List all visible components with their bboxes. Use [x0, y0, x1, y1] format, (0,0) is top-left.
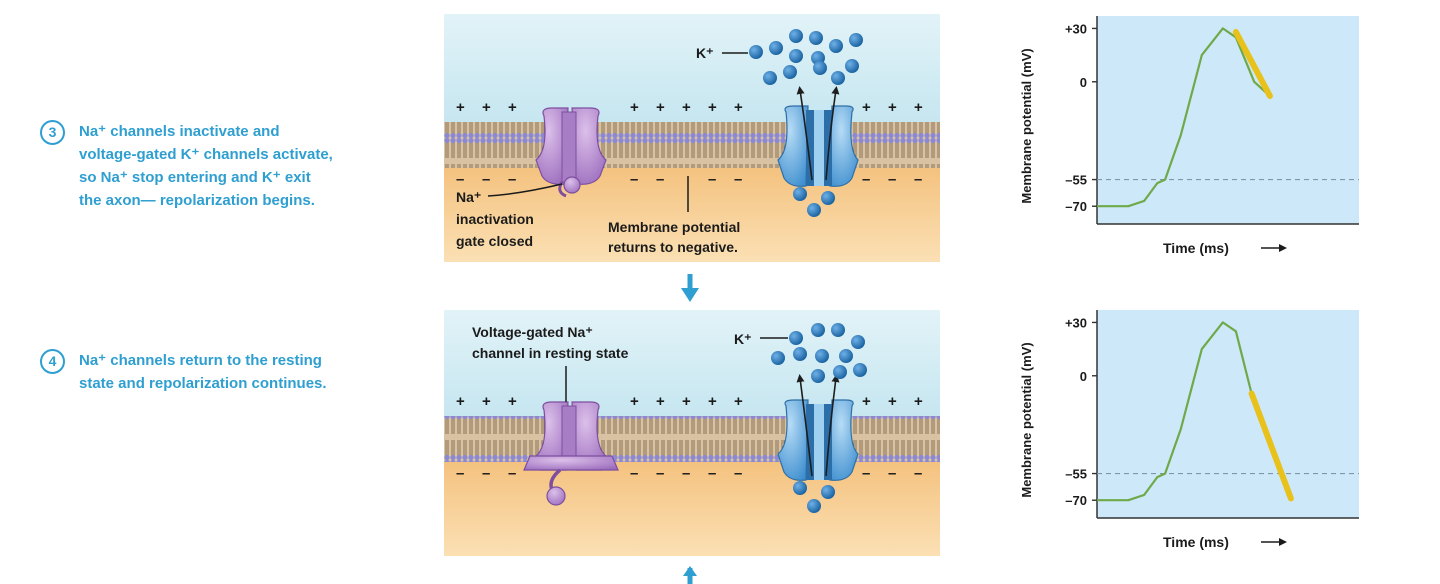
plus-charge: +: [914, 99, 923, 116]
x-axis-label: Time (ms): [1163, 240, 1229, 256]
minus-charge: –: [456, 465, 464, 482]
extracellular-fluid: [444, 310, 940, 416]
x-axis-label: Time (ms): [1163, 534, 1229, 550]
plot-area: [1097, 310, 1359, 518]
minus-charge: –: [708, 465, 716, 482]
chart-3: +30 0 –55 –70 Membrane potential (mV) Time (m…: [1019, 16, 1359, 256]
minus-charge: –: [656, 171, 664, 188]
plus-charge: +: [862, 99, 871, 116]
na-channel-label-line1: Voltage-gated Na⁺: [472, 324, 593, 340]
minus-charge: –: [888, 171, 896, 188]
minus-charge: –: [734, 465, 742, 482]
y-tick-label: –55: [1065, 173, 1087, 188]
minus-charge: –: [482, 465, 490, 482]
minus-charge: –: [630, 465, 638, 482]
y-axis-label: Membrane potential (mV): [1019, 48, 1034, 203]
minus-charge: –: [482, 171, 490, 188]
y-tick-label: 0: [1080, 75, 1087, 90]
plus-charge: +: [630, 99, 639, 116]
axon-cytoplasm: [444, 168, 940, 262]
y-tick-label: 0: [1080, 369, 1087, 384]
panel-step-3: + + + + + + + + + + + – – – – – – – – – …: [444, 14, 940, 262]
minus-charge: –: [708, 171, 716, 188]
y-tick-label: –70: [1065, 493, 1087, 508]
plus-charge: +: [888, 393, 897, 410]
plus-charge: +: [682, 393, 691, 410]
step-4-number: 4: [40, 349, 65, 374]
na-channel-inactivated: [535, 107, 607, 198]
na-channel-resting: [523, 401, 619, 506]
lipid-bilayer: [444, 416, 940, 462]
step-3-number: 3: [40, 120, 65, 145]
minus-charge: –: [682, 465, 690, 482]
plus-charge: +: [508, 99, 517, 116]
minus-charge: –: [508, 171, 516, 188]
repolarization-highlight: [1232, 29, 1273, 99]
minus-charge: –: [914, 465, 922, 482]
plus-charge: +: [482, 99, 491, 116]
na-channel-label-line2: channel in resting state: [472, 345, 629, 361]
plus-charge: +: [656, 393, 665, 410]
na-gate-label-line2: inactivation: [456, 211, 534, 227]
minus-charge: –: [862, 465, 870, 482]
lipid-bilayer: [444, 122, 940, 168]
plus-charge: +: [656, 99, 665, 116]
plus-charge: +: [734, 99, 743, 116]
minus-charge: –: [888, 465, 896, 482]
y-tick-label: –70: [1065, 199, 1087, 214]
plus-charge: +: [508, 393, 517, 410]
y-tick-label: +30: [1065, 21, 1087, 36]
down-arrow-head: [681, 288, 699, 302]
step-3-text: Na⁺ channels inactivate and voltage-gate…: [79, 123, 333, 209]
k-ion-label: K⁺: [734, 331, 752, 347]
membrane-potential-label-line2: returns to negative.: [608, 239, 738, 255]
plus-charge: +: [708, 393, 717, 410]
chart-4: +30 0 –55 –70 Membrane potential (mV) Time (m…: [1019, 310, 1359, 550]
k-channel-open: [777, 105, 859, 187]
k-channel-open: [777, 399, 859, 481]
down-arrow-head: [683, 566, 697, 576]
y-tick-label: –55: [1065, 467, 1087, 482]
y-tick-label: +30: [1065, 315, 1087, 330]
membrane-potential-label-line1: Membrane potential: [608, 219, 740, 235]
plot-area: [1097, 16, 1359, 224]
inactivation-gate: [546, 486, 566, 506]
k-ion-label: K⁺: [696, 45, 714, 61]
time-arrow-head: [1279, 538, 1287, 546]
plus-charge: +: [734, 393, 743, 410]
step-4-text: Na⁺ channels return to the resting state…: [79, 352, 327, 392]
minus-charge: –: [456, 171, 464, 188]
plus-charge: +: [456, 393, 465, 410]
panel-step-4: + + + + + + + + + + + – – – – – – – – – …: [444, 310, 940, 556]
minus-charge: –: [508, 465, 516, 482]
minus-charge: –: [630, 171, 638, 188]
repolarization-highlight: [1248, 390, 1294, 502]
na-gate-label-line1: Na⁺: [456, 189, 481, 205]
na-gate-label-line3: gate closed: [456, 233, 533, 249]
minus-charge: –: [914, 171, 922, 188]
plus-charge: +: [914, 393, 923, 410]
potential-trace: [1097, 27, 1271, 208]
plus-charge: +: [456, 99, 465, 116]
plus-charge: +: [682, 99, 691, 116]
plus-charge: +: [708, 99, 717, 116]
minus-charge: –: [656, 465, 664, 482]
y-axis-label: Membrane potential (mV): [1019, 342, 1034, 497]
axon-cytoplasm: [444, 462, 940, 556]
inactivation-gate: [563, 176, 581, 194]
plus-charge: +: [482, 393, 491, 410]
plus-charge: +: [630, 393, 639, 410]
minus-charge: –: [734, 171, 742, 188]
plus-charge: +: [862, 393, 871, 410]
time-arrow-head: [1279, 244, 1287, 252]
minus-charge: –: [862, 171, 870, 188]
plus-charge: +: [888, 99, 897, 116]
